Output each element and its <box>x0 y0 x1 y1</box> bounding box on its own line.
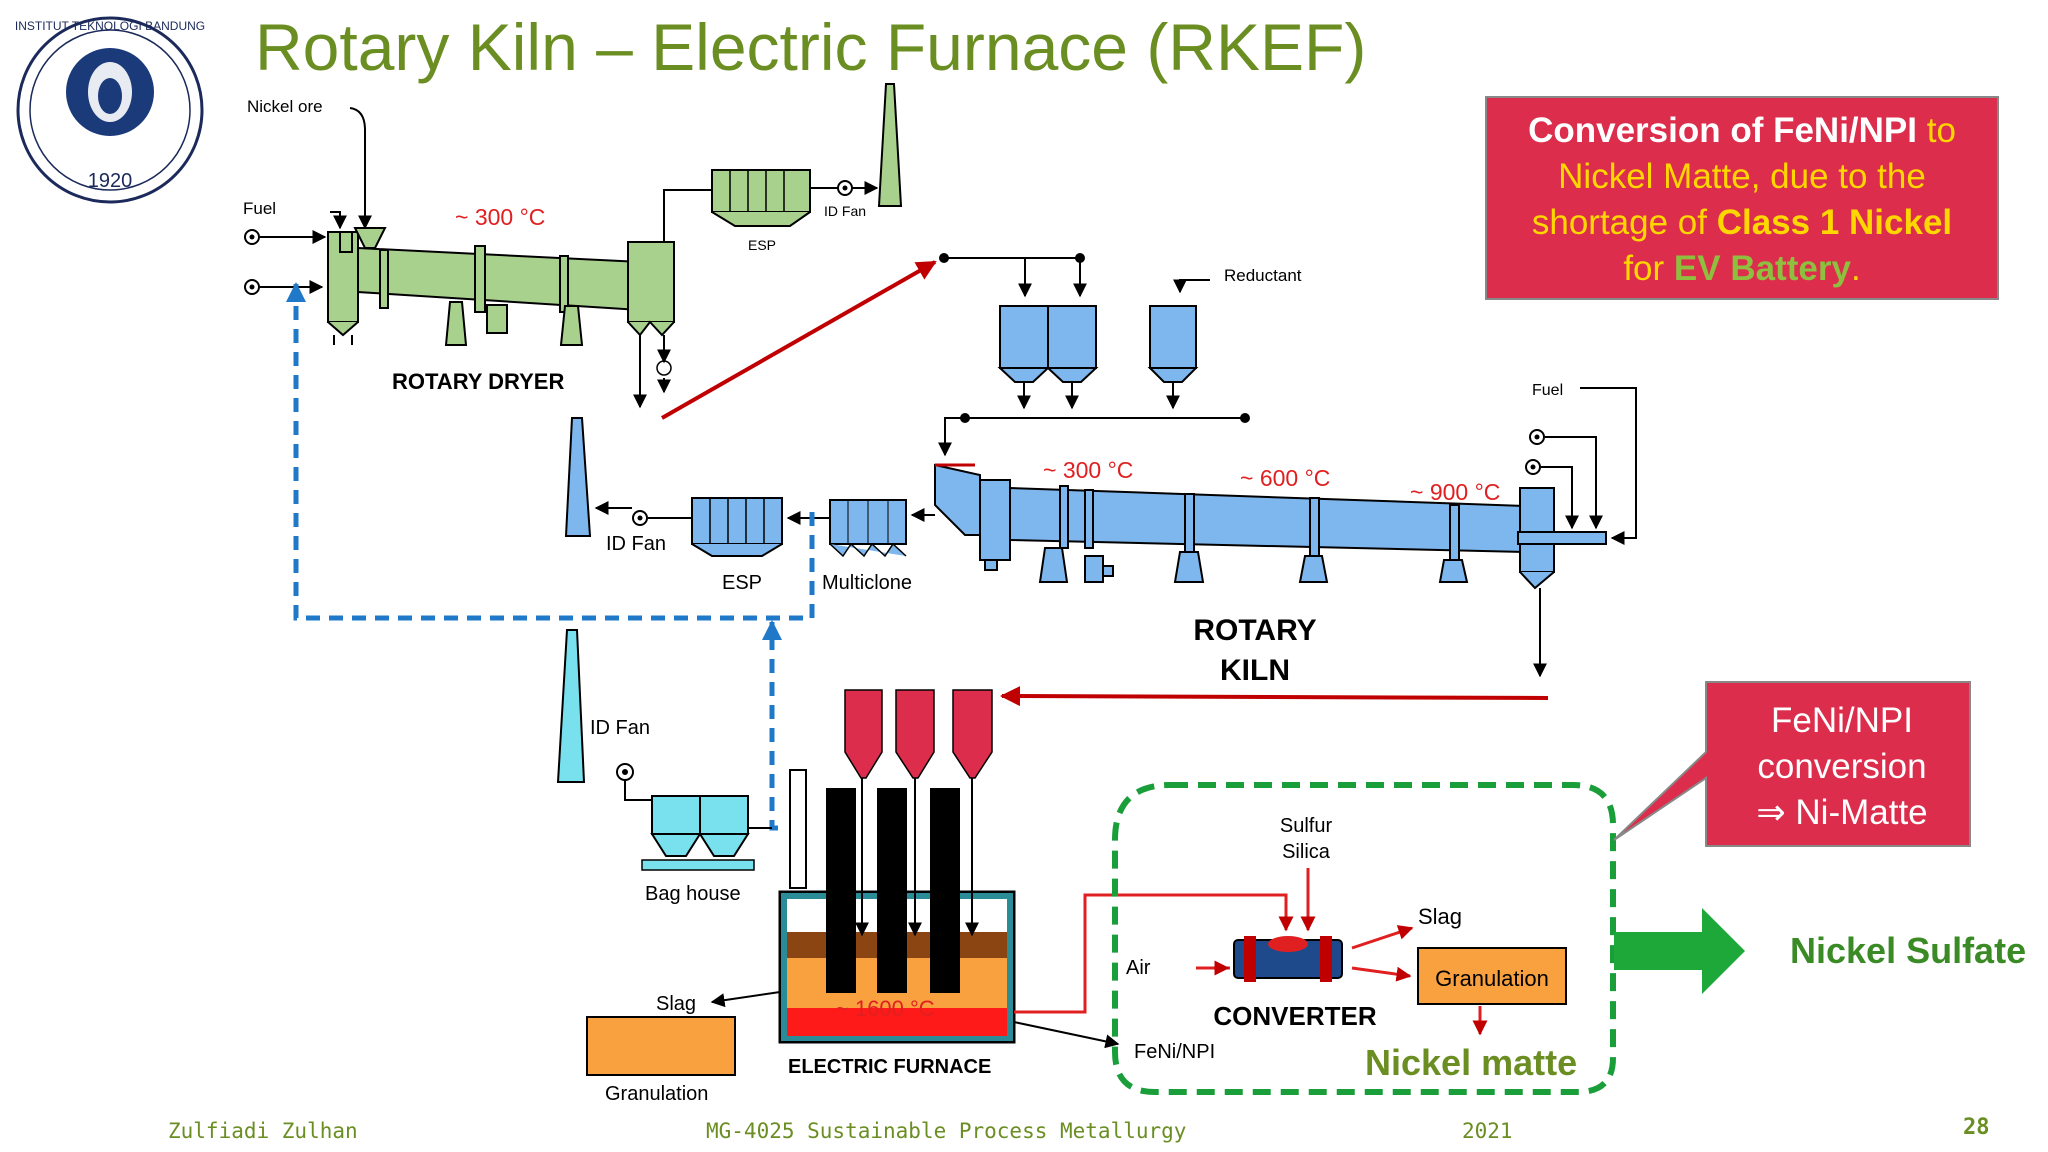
bag-house-system: ID Fan Bag house <box>556 629 772 905</box>
kiln-fuel-label: Fuel <box>1532 382 1563 399</box>
footer-author: Zulfiadi Zulhan <box>168 1119 358 1143</box>
callout-top-seg1: Conversion of FeNi/NPI <box>1528 111 1917 150</box>
svg-text:for EV Battery.: for EV Battery. <box>1623 249 1860 288</box>
rotary-kiln-label-2: KILN <box>1220 654 1290 687</box>
nickel-ore-feed: Nickel ore <box>247 97 372 230</box>
granulation-furnace-label: Granulation <box>605 1083 708 1105</box>
esp-mid-label: ESP <box>722 572 762 594</box>
converter-label: CONVERTER <box>1213 1001 1376 1031</box>
kiln-to-furnace-arrow <box>1000 686 1549 707</box>
dryer-fuel-inputs: Fuel <box>243 199 347 295</box>
electric-furnace: ~ 1600 °C ELECTRIC FURNACE <box>778 689 1016 1078</box>
dryer-discharge <box>633 335 672 409</box>
furnace-to-converter-lines <box>1013 893 1294 1049</box>
kiln-temp-3: ~ 900 °C <box>1410 479 1500 505</box>
id-fan-mid-label: ID Fan <box>606 533 666 555</box>
slag-furnace-label: Slag <box>656 993 696 1015</box>
granulation-converter-label: Granulation <box>1435 966 1549 991</box>
callout-ni-matte: FeNi/NPI conversion ⇒ Ni-Matte <box>1613 681 1971 847</box>
rotary-kiln-label-1: ROTARY <box>1193 614 1316 647</box>
id-fan-top-label: ID Fan <box>824 203 866 219</box>
rotary-dryer-label: ROTARY DRYER <box>392 369 564 394</box>
callout-top-seg7: . <box>1851 249 1861 288</box>
kiln-temp-2: ~ 600 °C <box>1240 465 1330 491</box>
logo-ring-text: INSTITUT TEKNOLOGI BANDUNG <box>15 19 205 33</box>
silica-label: Silica <box>1282 841 1331 863</box>
svg-text:shortage of Class 1 Nickel: shortage of Class 1 Nickel <box>1532 203 1952 242</box>
kiln-gas-cleaning: Multiclone ESP ID Fan <box>564 417 935 594</box>
callout-mid-line1: FeNi/NPI <box>1771 701 1913 740</box>
esp-top-label: ESP <box>748 237 776 253</box>
nickel-matte-label: Nickel matte <box>1365 1042 1577 1083</box>
logo-year: 1920 <box>88 170 133 192</box>
kiln-temp-1: ~ 300 °C <box>1043 457 1133 483</box>
slag-converter-label: Slag <box>1418 904 1462 929</box>
callout-mid-line2: conversion <box>1757 747 1926 786</box>
page-number: 28 <box>1963 1115 1990 1140</box>
nickel-ore-label: Nickel ore <box>247 97 323 116</box>
kiln-fuel-inputs: Fuel <box>1525 382 1637 678</box>
callout-conversion-reason: Conversion of FeNi/NPI to Nickel Matte, … <box>1485 96 1999 300</box>
furnace-slag-granulation: Slag Granulation <box>586 991 781 1105</box>
dryer-temp-label: ~ 300 °C <box>455 204 545 230</box>
svg-text:Conversion of FeNi/NPI to: Conversion of FeNi/NPI to <box>1528 111 1956 150</box>
id-fan-low-label: ID Fan <box>590 717 650 739</box>
footer-course: MG-4025 Sustainable Process Metallurgy <box>706 1119 1186 1143</box>
footer-year: 2021 <box>1462 1119 1513 1143</box>
page-title: Rotary Kiln – Electric Furnace (RKEF) <box>255 10 1366 84</box>
itb-logo: 1920 INSTITUT TEKNOLOGI BANDUNG <box>15 16 205 204</box>
dryer-fuel-label: Fuel <box>243 199 276 218</box>
rotary-kiln: ~ 300 °C ~ 600 °C ~ 900 °C ROTARY KILN <box>934 457 1607 687</box>
air-label: Air <box>1126 957 1151 979</box>
furnace-temp-label: ~ 1600 °C <box>836 996 935 1021</box>
electric-furnace-label: ELECTRIC FURNACE <box>788 1056 991 1078</box>
callout-top-seg3: shortage of <box>1532 203 1717 242</box>
sulfur-label: Sulfur <box>1280 815 1333 837</box>
bag-house-label: Bag house <box>645 883 741 905</box>
nickel-sulfate-output: Nickel Sulfate <box>1614 908 2026 994</box>
callout-top-seg4: Class 1 Nickel <box>1717 203 1952 242</box>
callout-top-line2: Nickel Matte, due to the <box>1558 157 1926 196</box>
multiclone-label: Multiclone <box>822 572 912 594</box>
nickel-sulfate-label: Nickel Sulfate <box>1790 930 2026 971</box>
converter-box: Sulfur Silica Air Slag Granulation CONVE… <box>1112 782 1616 1095</box>
callout-mid-line3: ⇒ Ni-Matte <box>1756 793 1927 832</box>
callout-top-seg2: to <box>1917 111 1956 150</box>
rotary-dryer: ~ 300 °C ROTARY DRYER <box>327 204 675 394</box>
dryer-to-kiln-arrow <box>661 260 937 420</box>
reductant-hoppers: Reductant <box>938 253 1302 457</box>
feni-npi-label: FeNi/NPI <box>1134 1041 1215 1063</box>
callout-top-seg5: for <box>1623 249 1674 288</box>
reductant-label: Reductant <box>1224 266 1302 285</box>
callout-top-seg6: EV Battery <box>1674 249 1852 288</box>
top-esp-stack: ESP ID Fan <box>663 83 903 253</box>
